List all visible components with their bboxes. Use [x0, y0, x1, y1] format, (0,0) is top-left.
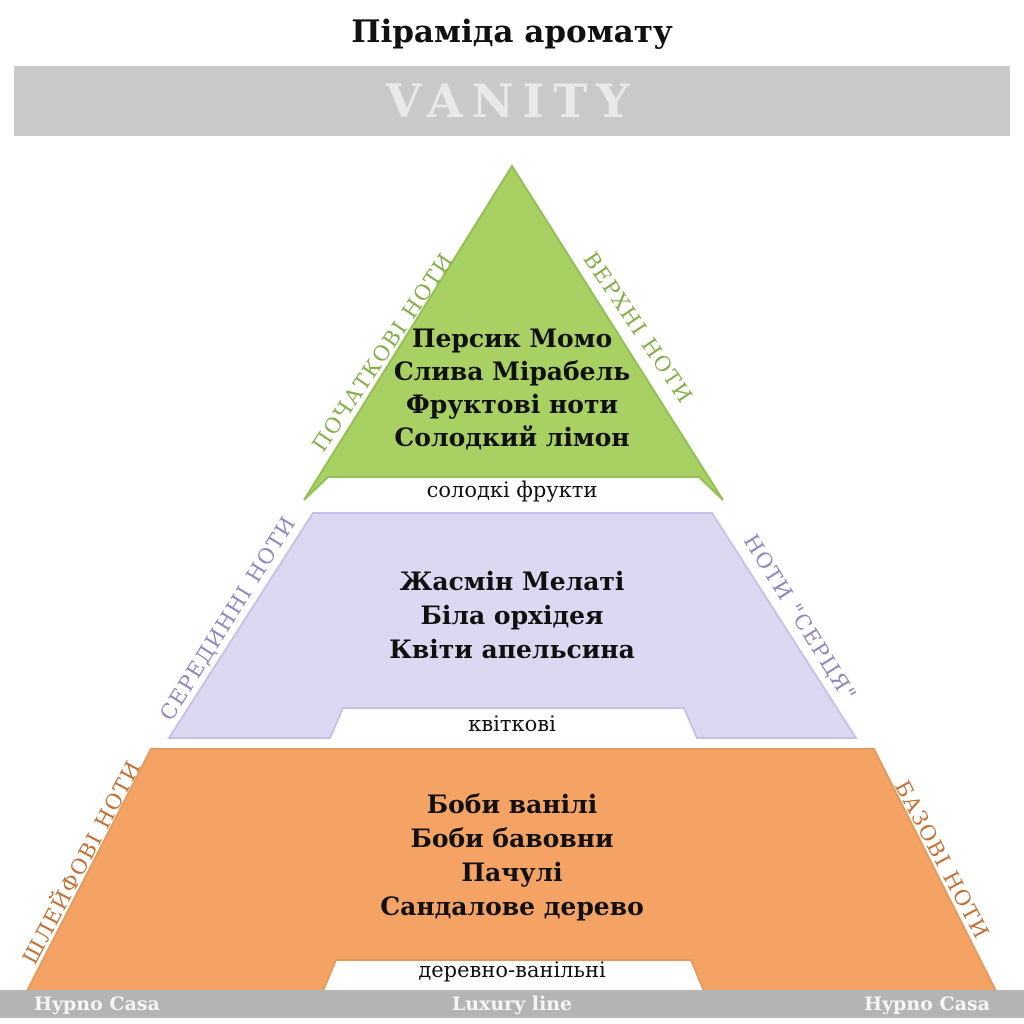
top-tier-notes: Персик Момо Слива Мірабель Фруктові ноти…	[0, 322, 1024, 454]
page-title: Піраміда аромату	[351, 14, 673, 50]
note-line: Пачулі	[461, 858, 563, 887]
top-tier-caption: солодкі фрукти	[426, 478, 598, 502]
note-line: Слива Мірабель	[393, 357, 631, 386]
note-line: Фруктові ноти	[406, 390, 618, 419]
footer-line-name: Luxury line	[451, 993, 573, 1015]
base-tier-caption: деревно-ванільні	[418, 958, 606, 982]
note-line: Персик Момо	[411, 324, 613, 353]
brand-footer-bar: Hypno Casa Luxury line Hypno Casa	[0, 990, 1024, 1018]
middle-tier-shape	[167, 512, 858, 739]
product-name-banner: VANITY	[14, 66, 1010, 136]
note-line: Боби бавовни	[410, 824, 614, 853]
note-line: Сандалове дерево	[380, 892, 644, 921]
middle-tier-caption: квіткові	[468, 712, 556, 736]
note-line: Боби ванілі	[426, 790, 598, 819]
note-line: Квіти апельсина	[389, 635, 635, 664]
note-line: Жасмін Мелаті	[399, 567, 625, 596]
middle-tier-notes: Жасмін Мелаті Біла орхідея Квіти апельси…	[0, 565, 1024, 667]
footer-brand-right: Hypno Casa	[864, 993, 990, 1015]
note-line: Біла орхідея	[420, 601, 604, 630]
product-name: VANITY	[385, 74, 639, 128]
note-line: Солодкий лімон	[394, 423, 630, 452]
base-tier-notes: Боби ванілі Боби бавовни Пачулі Сандалов…	[0, 788, 1024, 924]
top-tier-shape	[303, 164, 724, 501]
footer-brand-left: Hypno Casa	[34, 993, 160, 1015]
